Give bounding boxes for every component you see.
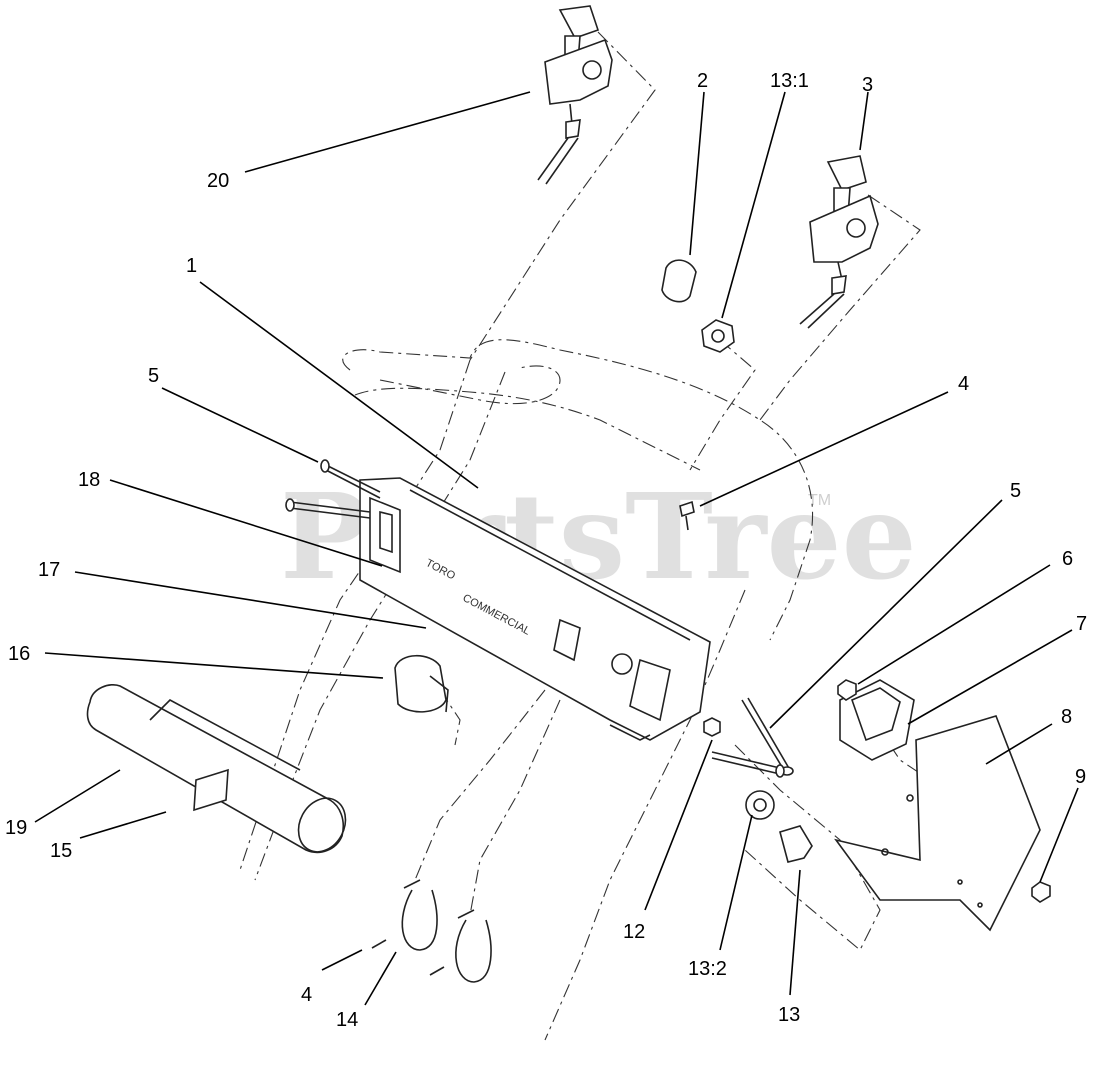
nut-9 — [1031, 881, 1051, 903]
callout-19: 19 — [5, 817, 27, 839]
callout-3: 3 — [862, 74, 873, 96]
watermark-tm: TM — [808, 492, 831, 509]
screw-4-upper — [679, 500, 695, 531]
knob-16 — [394, 654, 449, 713]
callout-5-right: 5 — [1010, 480, 1021, 502]
bolt-5-left — [320, 459, 381, 499]
callout-18: 18 — [78, 469, 100, 491]
callout-17: 17 — [38, 559, 60, 581]
bracket-8 — [834, 715, 1041, 932]
callout-6: 6 — [1062, 548, 1073, 570]
callout-13-1: 13:1 — [770, 70, 809, 92]
nut-6 — [837, 679, 857, 701]
control-lever-left — [537, 5, 613, 185]
callout-13: 13 — [778, 1004, 800, 1026]
callout-1: 1 — [186, 255, 197, 277]
grip-19 — [86, 684, 347, 854]
bolt-5-right — [741, 697, 794, 776]
clamp-14-left — [401, 879, 438, 951]
clamp-14-right — [455, 909, 492, 983]
callout-12: 12 — [623, 921, 645, 943]
callout-13-2: 13:2 — [688, 958, 727, 980]
leader-lines — [34, 91, 1079, 1006]
nut-13-1 — [701, 319, 735, 353]
control-lever-right — [799, 155, 879, 329]
bolt-12 — [703, 717, 785, 778]
lock-ring-13-2 — [745, 790, 775, 820]
callout-7: 7 — [1076, 613, 1087, 635]
callout-5-left: 5 — [148, 365, 159, 387]
callout-8: 8 — [1061, 706, 1072, 728]
callout-20: 20 — [207, 170, 229, 192]
callout-16: 16 — [8, 643, 30, 665]
connector-7 — [839, 679, 915, 761]
callout-14: 14 — [336, 1009, 358, 1031]
bolt-5-upper — [285, 498, 371, 519]
knob-2 — [661, 259, 697, 303]
callout-labels: 20 2 13:1 3 1 5 4 18 5 17 6 7 16 8 9 19 … — [5, 70, 1087, 1031]
callout-2: 2 — [697, 70, 708, 92]
callout-4-lower: 4 — [301, 984, 312, 1006]
callout-9: 9 — [1075, 766, 1086, 788]
callout-15: 15 — [50, 840, 72, 862]
switch-13 — [779, 825, 813, 863]
callout-4-upper: 4 — [958, 373, 969, 395]
screw-4-lower — [371, 939, 445, 976]
console-panel: TORO COMMERCIAL — [359, 477, 711, 741]
